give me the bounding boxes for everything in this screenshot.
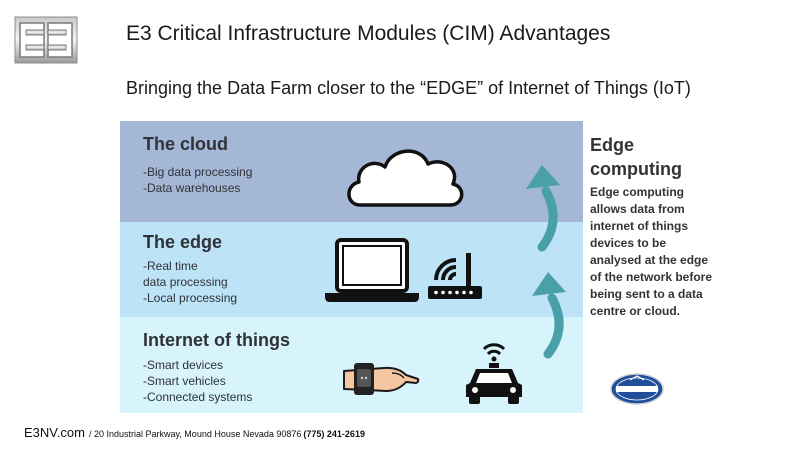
footer: E3NV.com/ 20 Industrial Parkway, Mound H… <box>24 424 365 442</box>
arrow-up-icon <box>526 165 560 252</box>
list-item: -Real time <box>143 259 198 273</box>
list-item: -Big data processing <box>143 165 253 179</box>
page-subtitle: Bringing the Data Farm closer to the “ED… <box>126 78 691 98</box>
layer-cloud: The cloud -Big data processing -Data war… <box>120 121 583 222</box>
layer-edge: The edge -Real time data processing -Loc… <box>120 222 583 317</box>
list-item: -Smart vehicles <box>143 374 226 388</box>
list-item: data processing <box>143 275 228 289</box>
wifi-router-icon <box>428 253 482 299</box>
layer-items: -Big data processing -Data warehouses <box>143 164 252 196</box>
cloud-icon <box>347 149 464 207</box>
list-item: -Data warehouses <box>143 181 241 195</box>
partner-logo-icon <box>610 373 664 405</box>
layer-title: Internet of things <box>143 330 290 350</box>
footer-address: / 20 Industrial Parkway, Mound House Nev… <box>88 429 302 439</box>
layer-items: -Smart devices -Smart vehicles -Connecte… <box>143 357 252 405</box>
layer-iot: Internet of things -Smart devices -Smart… <box>120 317 583 413</box>
side-description: Edge computing allows data from internet… <box>590 185 713 318</box>
layer-title: The cloud <box>143 134 228 154</box>
smartwatch-icon <box>343 363 420 395</box>
footer-phone: (775) 241-2619 <box>303 429 365 439</box>
laptop-icon <box>325 238 419 302</box>
page-title: E3 Critical Infrastructure Modules (CIM)… <box>126 22 611 45</box>
arrow-up-icon <box>532 272 566 359</box>
side-title: Edge computing <box>590 135 682 179</box>
list-item: -Local processing <box>143 291 238 305</box>
list-item: -Connected systems <box>143 390 253 404</box>
list-item: -Smart devices <box>143 358 224 372</box>
layer-items: -Real time data processing -Local proces… <box>143 258 237 306</box>
layer-title: The edge <box>143 232 223 252</box>
e3-logo-icon <box>14 16 78 64</box>
connected-car-icon <box>466 343 522 404</box>
footer-site: E3NV.com <box>24 425 85 440</box>
